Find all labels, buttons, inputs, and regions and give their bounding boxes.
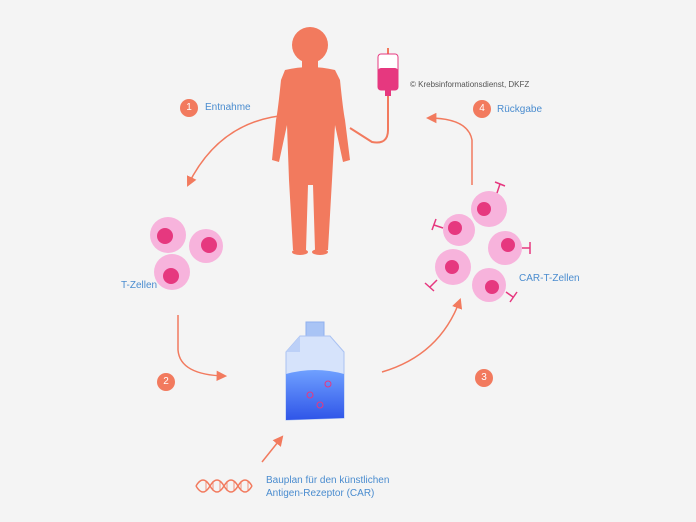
step-1-badge: 1 xyxy=(180,99,198,117)
step-1-label: Entnahme xyxy=(205,102,251,113)
step-2-badge: 2 xyxy=(157,373,175,391)
step-3-badge: 3 xyxy=(475,369,493,387)
arrow-2 xyxy=(177,315,228,382)
dna-helix-icon xyxy=(195,479,253,493)
t-cells xyxy=(150,217,223,290)
car-t-cells-label: CAR-T-Zellen xyxy=(519,273,580,284)
blueprint-label-line1: Bauplan für den künstlichen xyxy=(266,475,390,486)
arrow-1 xyxy=(187,114,289,187)
t-cells-label: T-Zellen xyxy=(121,280,158,291)
infusion-bag xyxy=(349,48,399,144)
arrow-blueprint xyxy=(261,435,284,463)
arrow-4 xyxy=(425,112,473,185)
arrow-3 xyxy=(381,298,463,373)
copyright-notice: © Krebsinformationsdienst, DKFZ xyxy=(410,80,530,89)
car-t-cells xyxy=(424,181,531,303)
step-4-badge: 4 xyxy=(473,100,491,118)
blueprint-label-line2: Antigen-Rezeptor (CAR) xyxy=(266,488,375,499)
step-4-label: Rückgabe xyxy=(497,104,543,115)
human-figure xyxy=(272,27,350,255)
culture-flask xyxy=(285,321,345,421)
